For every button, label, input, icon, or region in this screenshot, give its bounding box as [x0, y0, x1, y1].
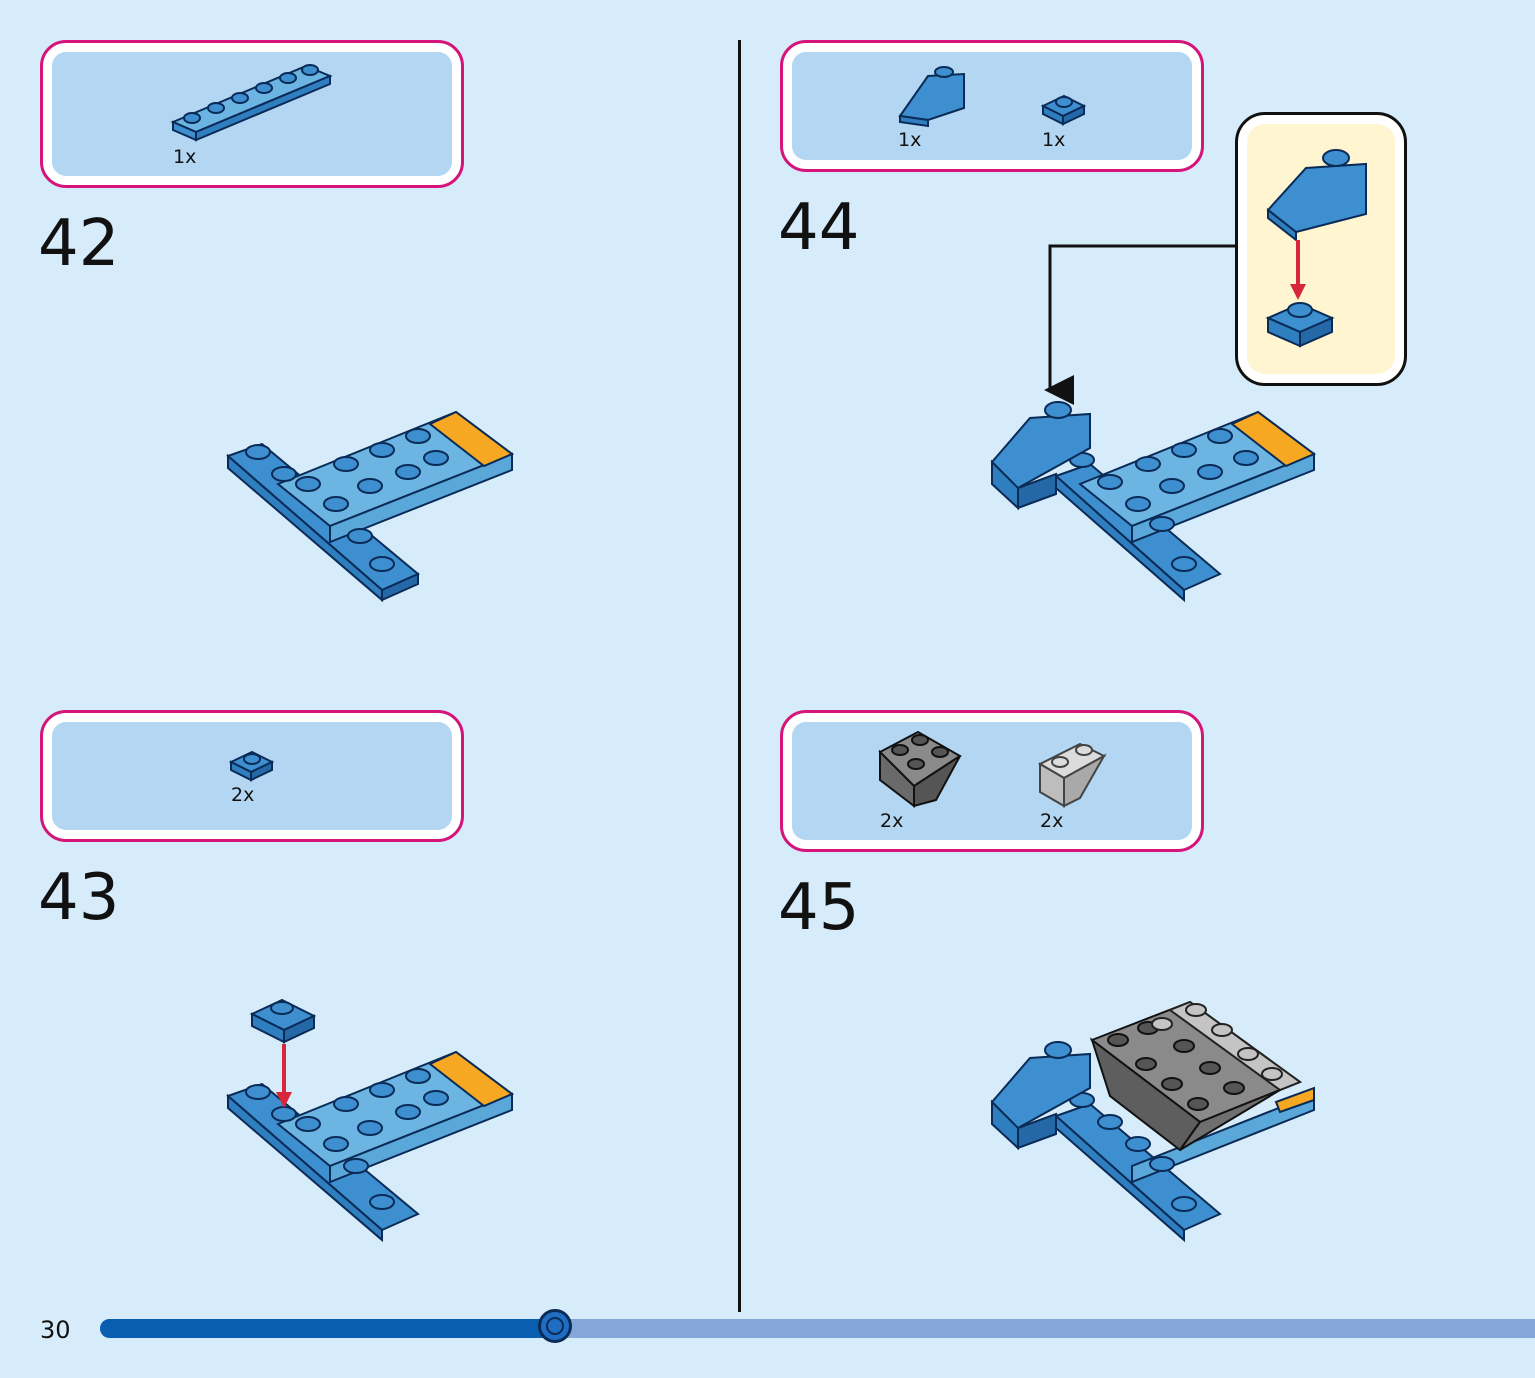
step-number: 45 [778, 871, 860, 945]
light-grey-inverted-slope-icon [1037, 742, 1107, 808]
step-42-model [226, 410, 515, 603]
part-qty: 1x [1042, 129, 1066, 151]
plate-1x6-icon [170, 64, 333, 142]
page-number: 30 [40, 1316, 71, 1344]
step-45-model [990, 1000, 1315, 1243]
part-qty: 1x [898, 129, 922, 151]
step-44-model [990, 401, 1317, 603]
dark-grey-inverted-slope-icon [878, 730, 962, 809]
step-43-model [226, 998, 515, 1243]
plate-1x1-icon [228, 750, 275, 782]
step-number: 43 [38, 861, 120, 935]
callout-box [1235, 112, 1407, 386]
part-qty: 1x [173, 146, 197, 168]
column-divider [738, 40, 741, 1312]
plate-1x1-icon [1040, 94, 1087, 126]
parts-box-step-44 [780, 40, 1204, 172]
slope-2x1-icon [898, 66, 965, 128]
parts-box-step-45 [780, 710, 1204, 852]
callout-arrow [1044, 244, 1235, 405]
step-number: 44 [778, 191, 860, 265]
part-qty: 2x [231, 784, 255, 806]
progress-knob [538, 1309, 572, 1343]
part-qty: 2x [1040, 810, 1064, 832]
progress-fill [100, 1319, 560, 1338]
part-qty: 2x [880, 810, 904, 832]
callout-assembly [1265, 149, 1367, 348]
step-number: 42 [38, 207, 120, 281]
